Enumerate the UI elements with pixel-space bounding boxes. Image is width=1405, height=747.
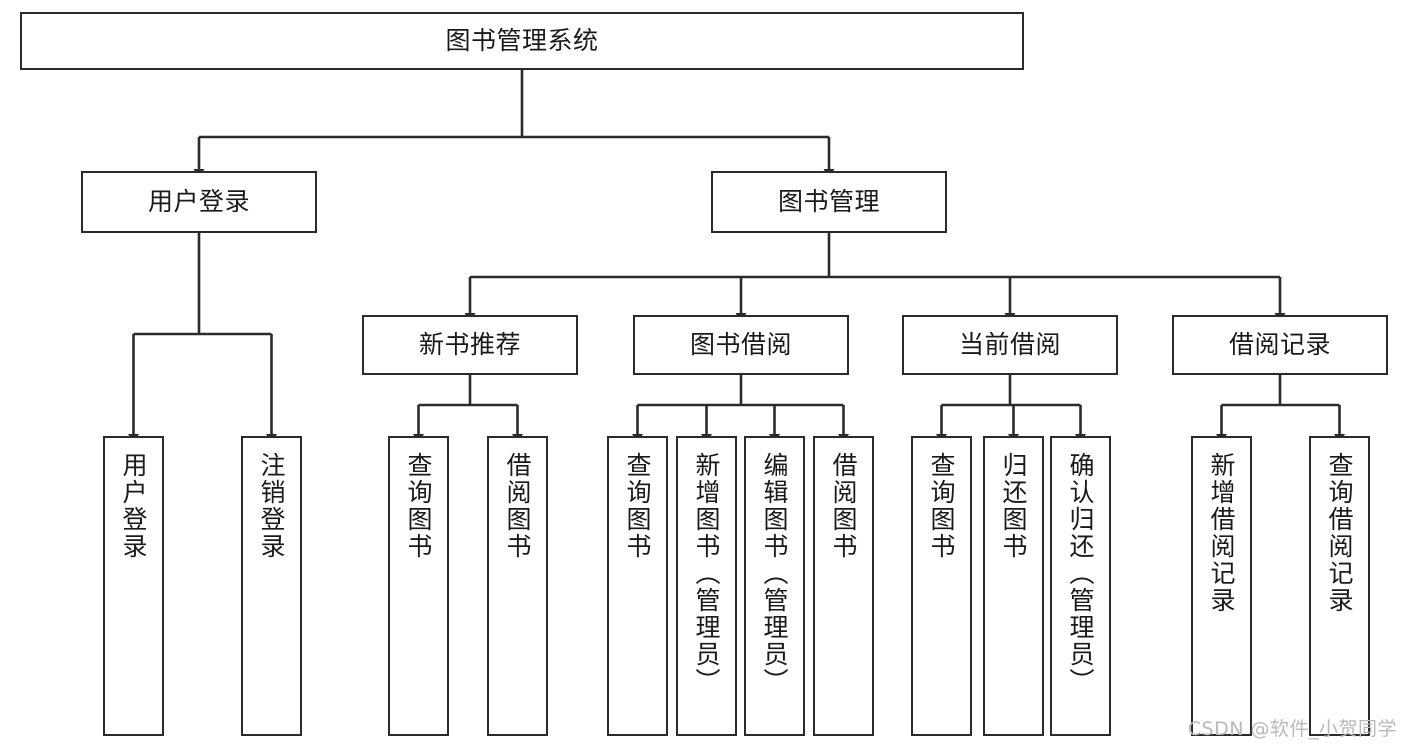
node-leaf-query-record[interactable]: 查询借阅记录 <box>1309 436 1370 736</box>
node-leaf-user-login[interactable]: 用户登录 <box>103 436 164 736</box>
node-borrow-record[interactable]: 借阅记录 <box>1172 315 1388 375</box>
node-book-manage[interactable]: 图书管理 <box>711 171 947 233</box>
node-label: 查询图书 <box>927 452 956 560</box>
node-leaf-logout[interactable]: 注销登录 <box>241 436 302 736</box>
node-user-login[interactable]: 用户登录 <box>81 171 317 233</box>
node-root[interactable]: 图书管理系统 <box>20 12 1024 70</box>
node-label: 图书管理系统 <box>445 26 599 55</box>
node-label: 用户登录 <box>147 187 250 216</box>
node-label: 新增图书（管理员） <box>692 452 721 695</box>
node-leaf-query-book-3[interactable]: 查询图书 <box>911 436 972 736</box>
node-leaf-query-book-2[interactable]: 查询图书 <box>607 436 668 736</box>
node-label: 借阅图书 <box>503 452 532 560</box>
node-label: 新书推荐 <box>418 330 521 359</box>
node-leaf-return-book[interactable]: 归还图书 <box>983 436 1044 736</box>
tree-connectors <box>128 70 1345 443</box>
node-label: 新增借阅记录 <box>1207 452 1236 614</box>
node-leaf-query-book-1[interactable]: 查询图书 <box>388 436 449 736</box>
node-label: 图书借阅 <box>689 330 792 359</box>
node-label: 确认归还（管理员） <box>1066 452 1095 695</box>
node-label: 用户登录 <box>119 452 148 560</box>
node-current-borrow[interactable]: 当前借阅 <box>902 315 1118 375</box>
node-leaf-edit-book[interactable]: 编辑图书（管理员） <box>744 436 805 736</box>
node-label: 查询图书 <box>623 452 652 560</box>
node-label: 当前借阅 <box>958 330 1061 359</box>
watermark-text: CSDN @软件_小贺同学 <box>1187 718 1397 740</box>
node-book-borrow[interactable]: 图书借阅 <box>633 315 849 375</box>
node-leaf-borrow-book-2[interactable]: 借阅图书 <box>813 436 874 736</box>
node-label: 编辑图书（管理员） <box>760 452 789 695</box>
node-leaf-confirm-return[interactable]: 确认归还（管理员） <box>1050 436 1111 736</box>
node-label: 归还图书 <box>999 452 1028 560</box>
node-label: 借阅图书 <box>829 452 858 560</box>
node-label: 注销登录 <box>257 452 286 560</box>
node-leaf-add-book[interactable]: 新增图书（管理员） <box>676 436 737 736</box>
node-leaf-add-record[interactable]: 新增借阅记录 <box>1191 436 1252 736</box>
node-label: 查询图书 <box>404 452 433 560</box>
node-new-book-rec[interactable]: 新书推荐 <box>362 315 578 375</box>
node-label: 借阅记录 <box>1228 330 1331 359</box>
node-label: 图书管理 <box>777 187 880 216</box>
node-leaf-borrow-book-1[interactable]: 借阅图书 <box>487 436 548 736</box>
node-label: 查询借阅记录 <box>1325 452 1354 614</box>
